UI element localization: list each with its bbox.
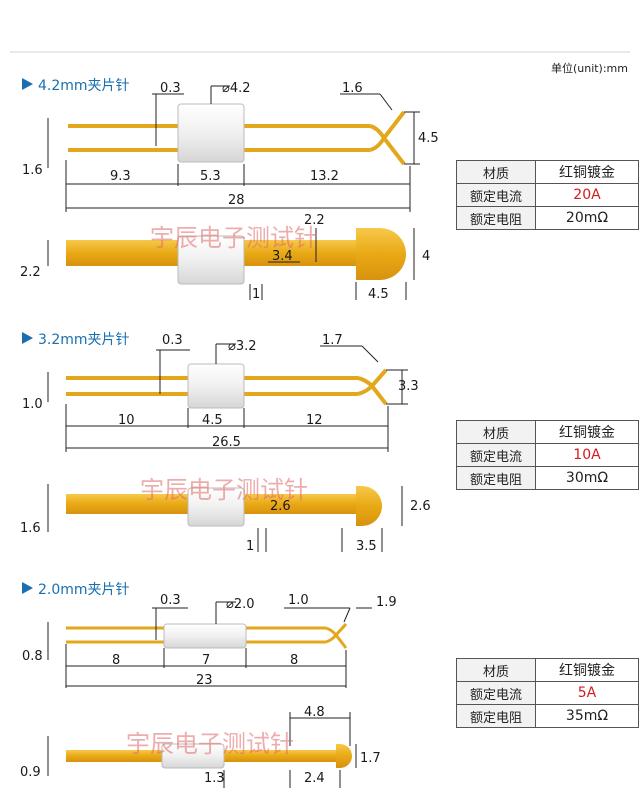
dim-tip-height: 4: [422, 249, 430, 264]
spec-value-resistance: 35mΩ: [535, 704, 639, 728]
spec-key: 材质: [456, 160, 536, 184]
watermark: 宇辰电子测试针: [140, 476, 308, 504]
section-2-0mm: 2.0mm夹片针: [20, 582, 397, 788]
spec-value-current: 20A: [535, 183, 639, 207]
dim-spread: 4.5: [418, 131, 439, 146]
dim-gap: 1: [252, 287, 260, 302]
spec-value-resistance: 30mΩ: [535, 466, 639, 490]
dim-len-left: 9.3: [110, 169, 131, 184]
spec-value-current: 10A: [535, 443, 639, 467]
section-title: 3.2mm夹片针: [38, 332, 130, 348]
dim-fork: 1.7: [322, 333, 343, 348]
spec-key: 额定电流: [456, 443, 536, 467]
dim-body-width: 1.6: [20, 521, 41, 536]
dim-total: 28: [228, 193, 245, 208]
spec-value-resistance: 20mΩ: [535, 206, 639, 230]
dim-wire-offset: 1.6: [22, 163, 43, 178]
dim-total: 26.5: [212, 435, 241, 450]
insulating-sleeve: [177, 103, 245, 163]
dim-sleeve-face: 2.6: [270, 499, 291, 514]
section-4-2mm: 4.2mm夹片针: [20, 78, 439, 302]
dim-tip-len: 4.5: [368, 287, 389, 302]
dimension-lines: [47, 85, 420, 212]
dim-diameter: ⌀3.2: [228, 339, 257, 354]
spec-key: 额定电流: [456, 681, 536, 705]
dimension-lines-side: [47, 484, 403, 552]
dim-tip-top: 4.8: [304, 705, 325, 720]
dim-len-right: 8: [290, 653, 298, 668]
dim-diameter: ⌀2.0: [226, 597, 255, 612]
dimension-lines-side: [47, 712, 357, 788]
dim-gap: 1: [246, 539, 254, 554]
section-title: 2.0mm夹片针: [38, 582, 130, 598]
spec-key: 额定电阻: [456, 466, 536, 490]
dim-sleeve-face: 3.4: [272, 249, 293, 264]
dim-total: 23: [196, 673, 213, 688]
section-3-2mm: 3.2mm夹片针: [20, 332, 431, 554]
dim-tip-height: 2.6: [410, 499, 431, 514]
dim-wire-gap: 0.3: [160, 593, 181, 608]
watermark: 宇辰电子测试针: [126, 730, 294, 758]
dim-len-sleeve: 4.5: [202, 413, 223, 428]
pin-side-view: [66, 486, 382, 527]
dim-spread: 1.9: [376, 595, 397, 610]
spec-value: 红铜镀金: [535, 420, 639, 444]
spec-key: 额定电阻: [456, 704, 536, 728]
dim-body-width: 0.9: [20, 765, 41, 780]
dim-len-left: 8: [112, 653, 120, 668]
spec-value-current: 5A: [535, 681, 639, 705]
dim-wire-gap: 0.3: [160, 81, 181, 96]
pin-side-view: [66, 743, 352, 769]
section-title: 4.2mm夹片针: [38, 78, 130, 94]
dim-wire-offset: 1.0: [22, 397, 43, 412]
spec-value: 红铜镀金: [535, 160, 639, 184]
dim-body-width: 2.2: [20, 265, 41, 280]
dim-len-right: 12: [306, 413, 323, 428]
dim-wire-offset: 0.8: [22, 649, 43, 664]
unit-label: 单位(unit):mm: [550, 62, 628, 75]
section-marker-icon: [22, 332, 33, 344]
dim-tip-len: 2.4: [304, 771, 325, 786]
pin-side-view: [66, 228, 406, 285]
spec-value: 红铜镀金: [535, 658, 639, 682]
dim-len-left: 10: [118, 413, 135, 428]
dim-fork: 1.6: [342, 81, 363, 96]
dim-len-sleeve: 7: [202, 653, 210, 668]
watermark: 宇辰电子测试针: [150, 224, 318, 252]
dim-len-sleeve: 5.3: [200, 169, 221, 184]
dim-wire-gap: 0.3: [162, 333, 183, 348]
dim-sleeve-len: 1.3: [204, 771, 225, 786]
insulating-sleeve: [163, 623, 247, 649]
dim-tip-width: 2.2: [304, 213, 325, 228]
spec-key: 材质: [456, 658, 536, 682]
dim-spread: 3.3: [398, 379, 419, 394]
spec-key: 额定电阻: [456, 206, 536, 230]
dim-tip-len: 3.5: [356, 539, 377, 554]
dimension-lines: [47, 601, 372, 688]
dim-diameter: ⌀4.2: [222, 81, 251, 96]
section-marker-icon: [22, 78, 33, 90]
dim-tip-height: 1.7: [360, 751, 381, 766]
spec-key: 材质: [456, 420, 536, 444]
spec-key: 额定电流: [456, 183, 536, 207]
dim-len-right: 13.2: [310, 169, 339, 184]
dim-fork: 1.0: [288, 593, 309, 608]
section-marker-icon: [22, 582, 33, 594]
dimension-lines: [47, 343, 408, 452]
dimension-lines-side: [47, 228, 415, 300]
insulating-sleeve: [187, 363, 245, 409]
